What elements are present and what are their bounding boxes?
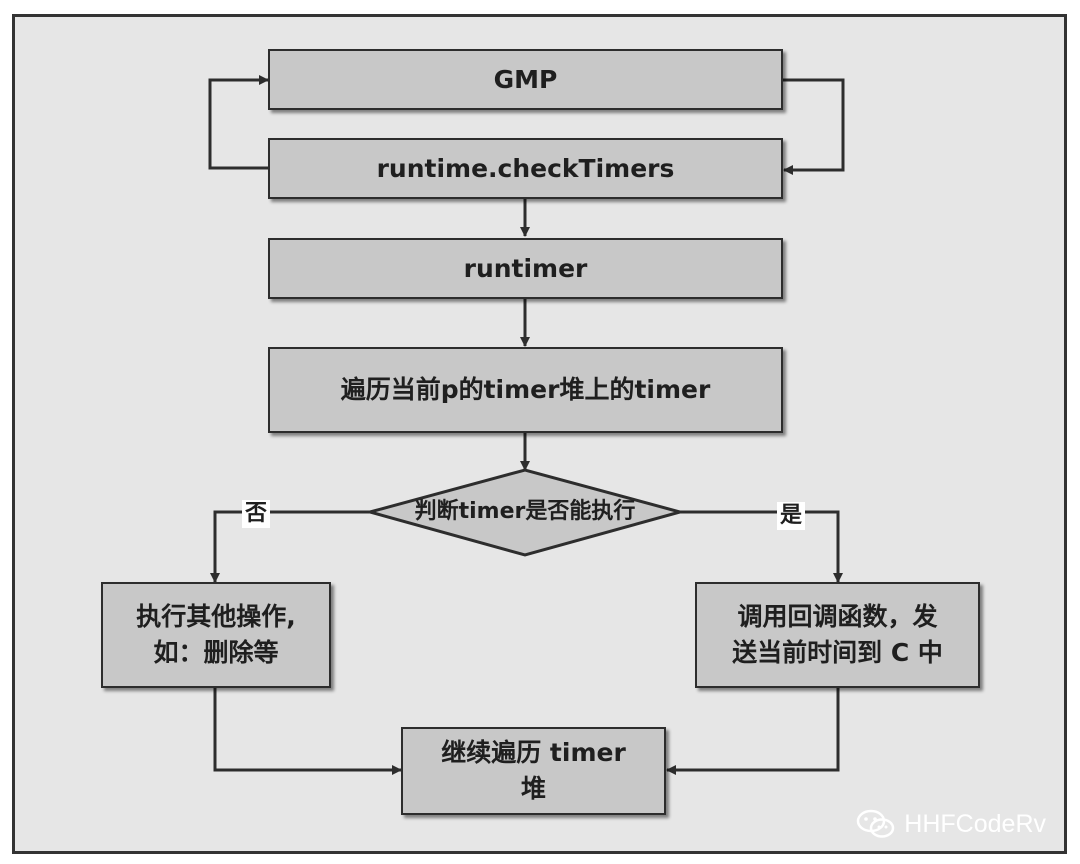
loop-arrow-right [782,78,845,175]
check-timers-label: runtime.checkTimers [376,153,675,183]
gmp-label: GMP [493,64,558,94]
continue-line2: 堆 [520,774,546,803]
continue-box: 继续遍历 timer 堆 [401,727,666,815]
arrow-decision-no [210,510,370,583]
runtimer-label: runtimer [463,253,588,283]
watermark: HHFCodeRv [856,808,1046,840]
decision-label: 判断timer是否能执行 [414,499,636,524]
runtimer-box: runtimer [268,238,783,299]
edge-label-yes: 是 [777,502,806,530]
arrow-decision-yes [680,510,843,583]
no-action-box: 执行其他操作, 如：删除等 [101,582,331,688]
decision-diamond [364,468,686,557]
continue-line1: 继续遍历 timer [441,738,626,767]
yes-action-box: 调用回调函数，发 送当前时间到 C 中 [695,582,980,688]
no-action-line1: 执行其他操作, [136,602,296,631]
gmp-box: GMP [268,49,783,110]
loop-arrow-left [208,75,269,170]
yes-action-line1: 调用回调函数，发 [737,602,938,631]
no-action-line2: 如：删除等 [153,638,279,667]
wechat-icon [857,809,895,838]
edge-label-no: 否 [242,500,271,528]
watermark-text: HHFCodeRv [904,809,1046,838]
traverse-box: 遍历当前p的timer堆上的timer [268,347,783,433]
arrow-no-continue [213,688,402,775]
check-timers-box: runtime.checkTimers [268,138,783,199]
traverse-label: 遍历当前p的timer堆上的timer [340,375,711,404]
arrow-yes-continue [666,688,840,775]
yes-action-line2: 送当前时间到 C 中 [732,638,943,667]
